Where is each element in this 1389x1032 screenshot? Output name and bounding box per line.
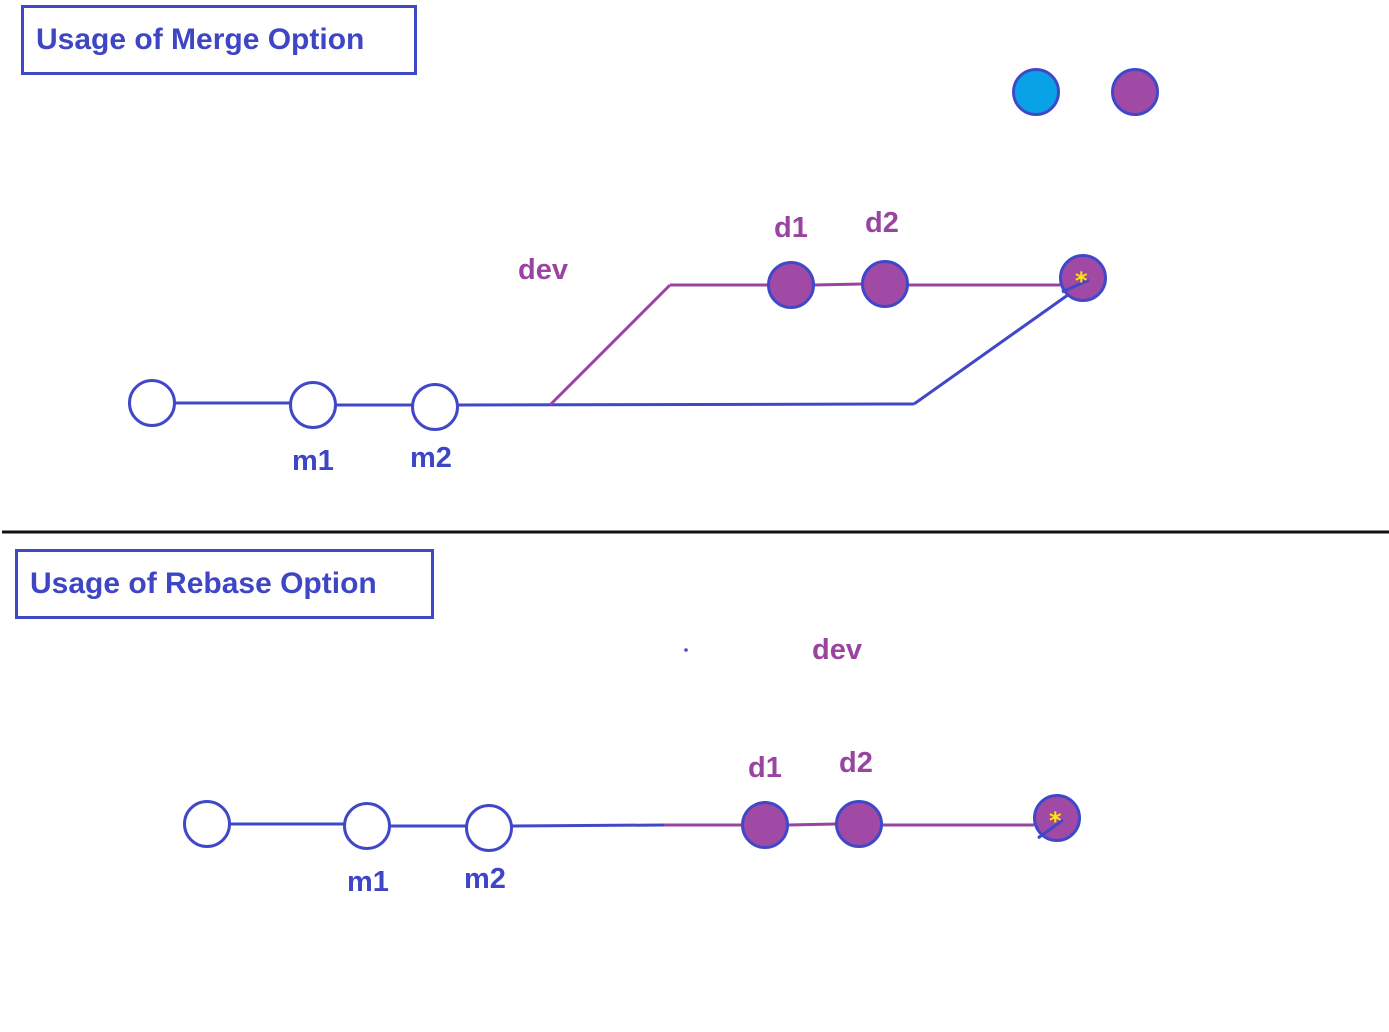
merge-master-line bbox=[457, 402, 915, 407]
rebase-commit-result-edge bbox=[1037, 818, 1064, 840]
merge-section-title: Usage of Merge Option bbox=[21, 5, 417, 75]
merge-diagram: * m1 m2 d1 d2 dev bbox=[128, 68, 1159, 477]
merge-commit-d1 bbox=[767, 261, 815, 309]
rebase-diagram: * m1 m2 d1 d2 dev bbox=[183, 634, 1081, 898]
rebase-label-m2: m2 bbox=[464, 863, 506, 895]
merge-section-title-text: Usage of Merge Option bbox=[36, 23, 365, 56]
merge-dev-line bbox=[813, 282, 863, 287]
stray-dot bbox=[684, 648, 688, 652]
merge-star-marker: * bbox=[1075, 267, 1088, 295]
merge-label-m1: m1 bbox=[292, 445, 334, 477]
rebase-commit-root bbox=[183, 800, 231, 848]
rebase-star-marker: * bbox=[1049, 807, 1062, 835]
merge-branch-label-dev: dev bbox=[518, 254, 568, 286]
merge-label-d2: d2 bbox=[865, 207, 899, 239]
rebase-branch-label-dev: dev bbox=[812, 634, 862, 666]
merge-dev-branch-edge bbox=[548, 283, 672, 407]
merge-commit-m1 bbox=[289, 381, 337, 429]
merge-commit-d2 bbox=[861, 260, 909, 308]
legend-cyan-dot bbox=[1012, 68, 1060, 116]
merge-label-m2: m2 bbox=[410, 442, 452, 474]
rebase-commit-m2 bbox=[465, 804, 513, 852]
legend-purple-dot bbox=[1111, 68, 1159, 116]
rebase-label-m1: m1 bbox=[347, 866, 389, 898]
rebase-label-d1: d1 bbox=[748, 752, 782, 784]
rebase-commit-d2 bbox=[835, 800, 883, 848]
rebase-dev-line bbox=[787, 822, 837, 827]
rebase-label-d2: d2 bbox=[839, 747, 873, 779]
merge-commit-m2 bbox=[411, 383, 459, 431]
rebase-section-title: Usage of Rebase Option bbox=[15, 549, 434, 619]
rebase-commit-m1 bbox=[343, 802, 391, 850]
rebase-commit-result bbox=[1033, 794, 1081, 842]
rebase-master-line bbox=[511, 823, 665, 828]
rebase-section-title-text: Usage of Rebase Option bbox=[30, 567, 377, 600]
merge-commit-result-edge bbox=[1061, 278, 1090, 294]
merge-master-merge-edge bbox=[913, 278, 1090, 406]
merge-label-d1: d1 bbox=[774, 212, 808, 244]
merge-commit-root bbox=[128, 379, 176, 427]
rebase-commit-d1 bbox=[741, 801, 789, 849]
